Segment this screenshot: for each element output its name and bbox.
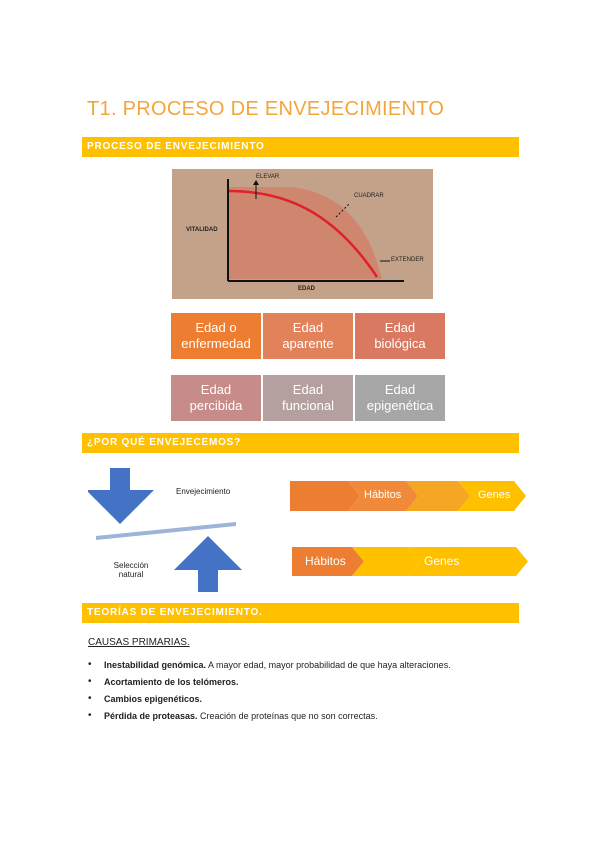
section-bar-teorias: TEORÍAS DE ENVEJECIMIENTO. <box>82 603 519 623</box>
label-line: natural <box>118 570 144 579</box>
label-envejecimiento: Envejecimiento <box>176 487 231 496</box>
box-line: aparente <box>282 336 334 351</box>
item-text: A mayor edad, mayor probabilidad de que … <box>206 660 451 670</box>
chevron-flow-2 <box>292 547 528 576</box>
item-bold: Acortamiento de los telómeros. <box>104 677 239 687</box>
chevron1-genes: Genes <box>478 489 511 501</box>
box-line: Edad o <box>195 320 237 335</box>
label-elevar: ELEVAR <box>256 174 280 180</box>
item-bold: Inestabilidad genómica. <box>104 660 207 670</box>
up-arrow-icon <box>174 536 242 592</box>
box-line: Edad <box>292 320 324 335</box>
box-line: percibida <box>189 398 243 413</box>
chevron-segment <box>406 481 470 511</box>
chevron-segment <box>408 547 528 576</box>
section-bar-por-que: ¿POR QUÉ ENVEJECEMOS? <box>82 433 519 453</box>
balance-diagram <box>88 468 242 592</box>
section-title: ¿POR QUÉ ENVEJECEMOS? <box>87 437 242 448</box>
section-title: TEORÍAS DE ENVEJECIMIENTO. <box>87 607 263 618</box>
chevron2-habitos: Hábitos <box>305 554 346 568</box>
box-line: Edad <box>384 320 416 335</box>
item-bold: Cambios epigenéticos. <box>104 694 203 704</box>
chevron-flow-1 <box>290 481 526 511</box>
x-axis-label: EDAD <box>298 286 316 292</box>
chevron-segment <box>352 547 420 576</box>
chevron-segment <box>458 481 526 511</box>
chevron2-genes: Genes <box>424 554 460 568</box>
list-item: Pérdida de proteasas. Creación de proteí… <box>88 710 451 728</box>
label-extender: EXTENDER <box>391 257 424 263</box>
causas-list: Inestabilidad genómica. A mayor edad, ma… <box>88 659 451 728</box>
balance-beam <box>96 522 236 540</box>
box-line: enfermedad <box>181 336 251 351</box>
box-line: funcional <box>281 398 335 413</box>
label-line: Selección <box>113 561 149 570</box>
box-line: Edad <box>384 382 416 397</box>
box-line: biológica <box>374 336 426 351</box>
list-item: Inestabilidad genómica. A mayor edad, ma… <box>88 659 451 677</box>
vitality-figure: ELEVAR CUADRAR EXTENDER VITALIDAD EDAD <box>172 169 433 299</box>
chevron1-habitos: Hábitos <box>364 489 402 501</box>
chevron-segment <box>292 547 364 576</box>
box-line: Edad <box>200 382 232 397</box>
chevron-segment <box>348 481 418 511</box>
list-item: Cambios epigenéticos. <box>88 693 451 711</box>
box-line: Edad <box>292 382 324 397</box>
y-axis-label: VITALIDAD <box>186 227 218 233</box>
label-cuadrar: CUADRAR <box>354 193 384 199</box>
page-title: T1. PROCESO DE ENVEJECIMIENTO <box>87 98 445 120</box>
chevron-segment <box>290 481 360 511</box>
box-line: epigenética <box>366 398 434 413</box>
list-item: Acortamiento de los telómeros. <box>88 676 451 694</box>
section-bar-proceso: PROCESO DE ENVEJECIMIENTO <box>82 137 519 157</box>
causas-heading: CAUSAS PRIMARIAS. <box>88 637 190 648</box>
section-title: PROCESO DE ENVEJECIMIENTO <box>87 141 265 152</box>
item-bold: Pérdida de proteasas. <box>104 711 198 721</box>
vitality-chart <box>172 169 433 299</box>
item-text: Creación de proteínas que no son correct… <box>197 711 378 721</box>
down-arrow-icon <box>88 468 154 524</box>
label-seleccion-natural: Selección natural <box>113 561 149 579</box>
